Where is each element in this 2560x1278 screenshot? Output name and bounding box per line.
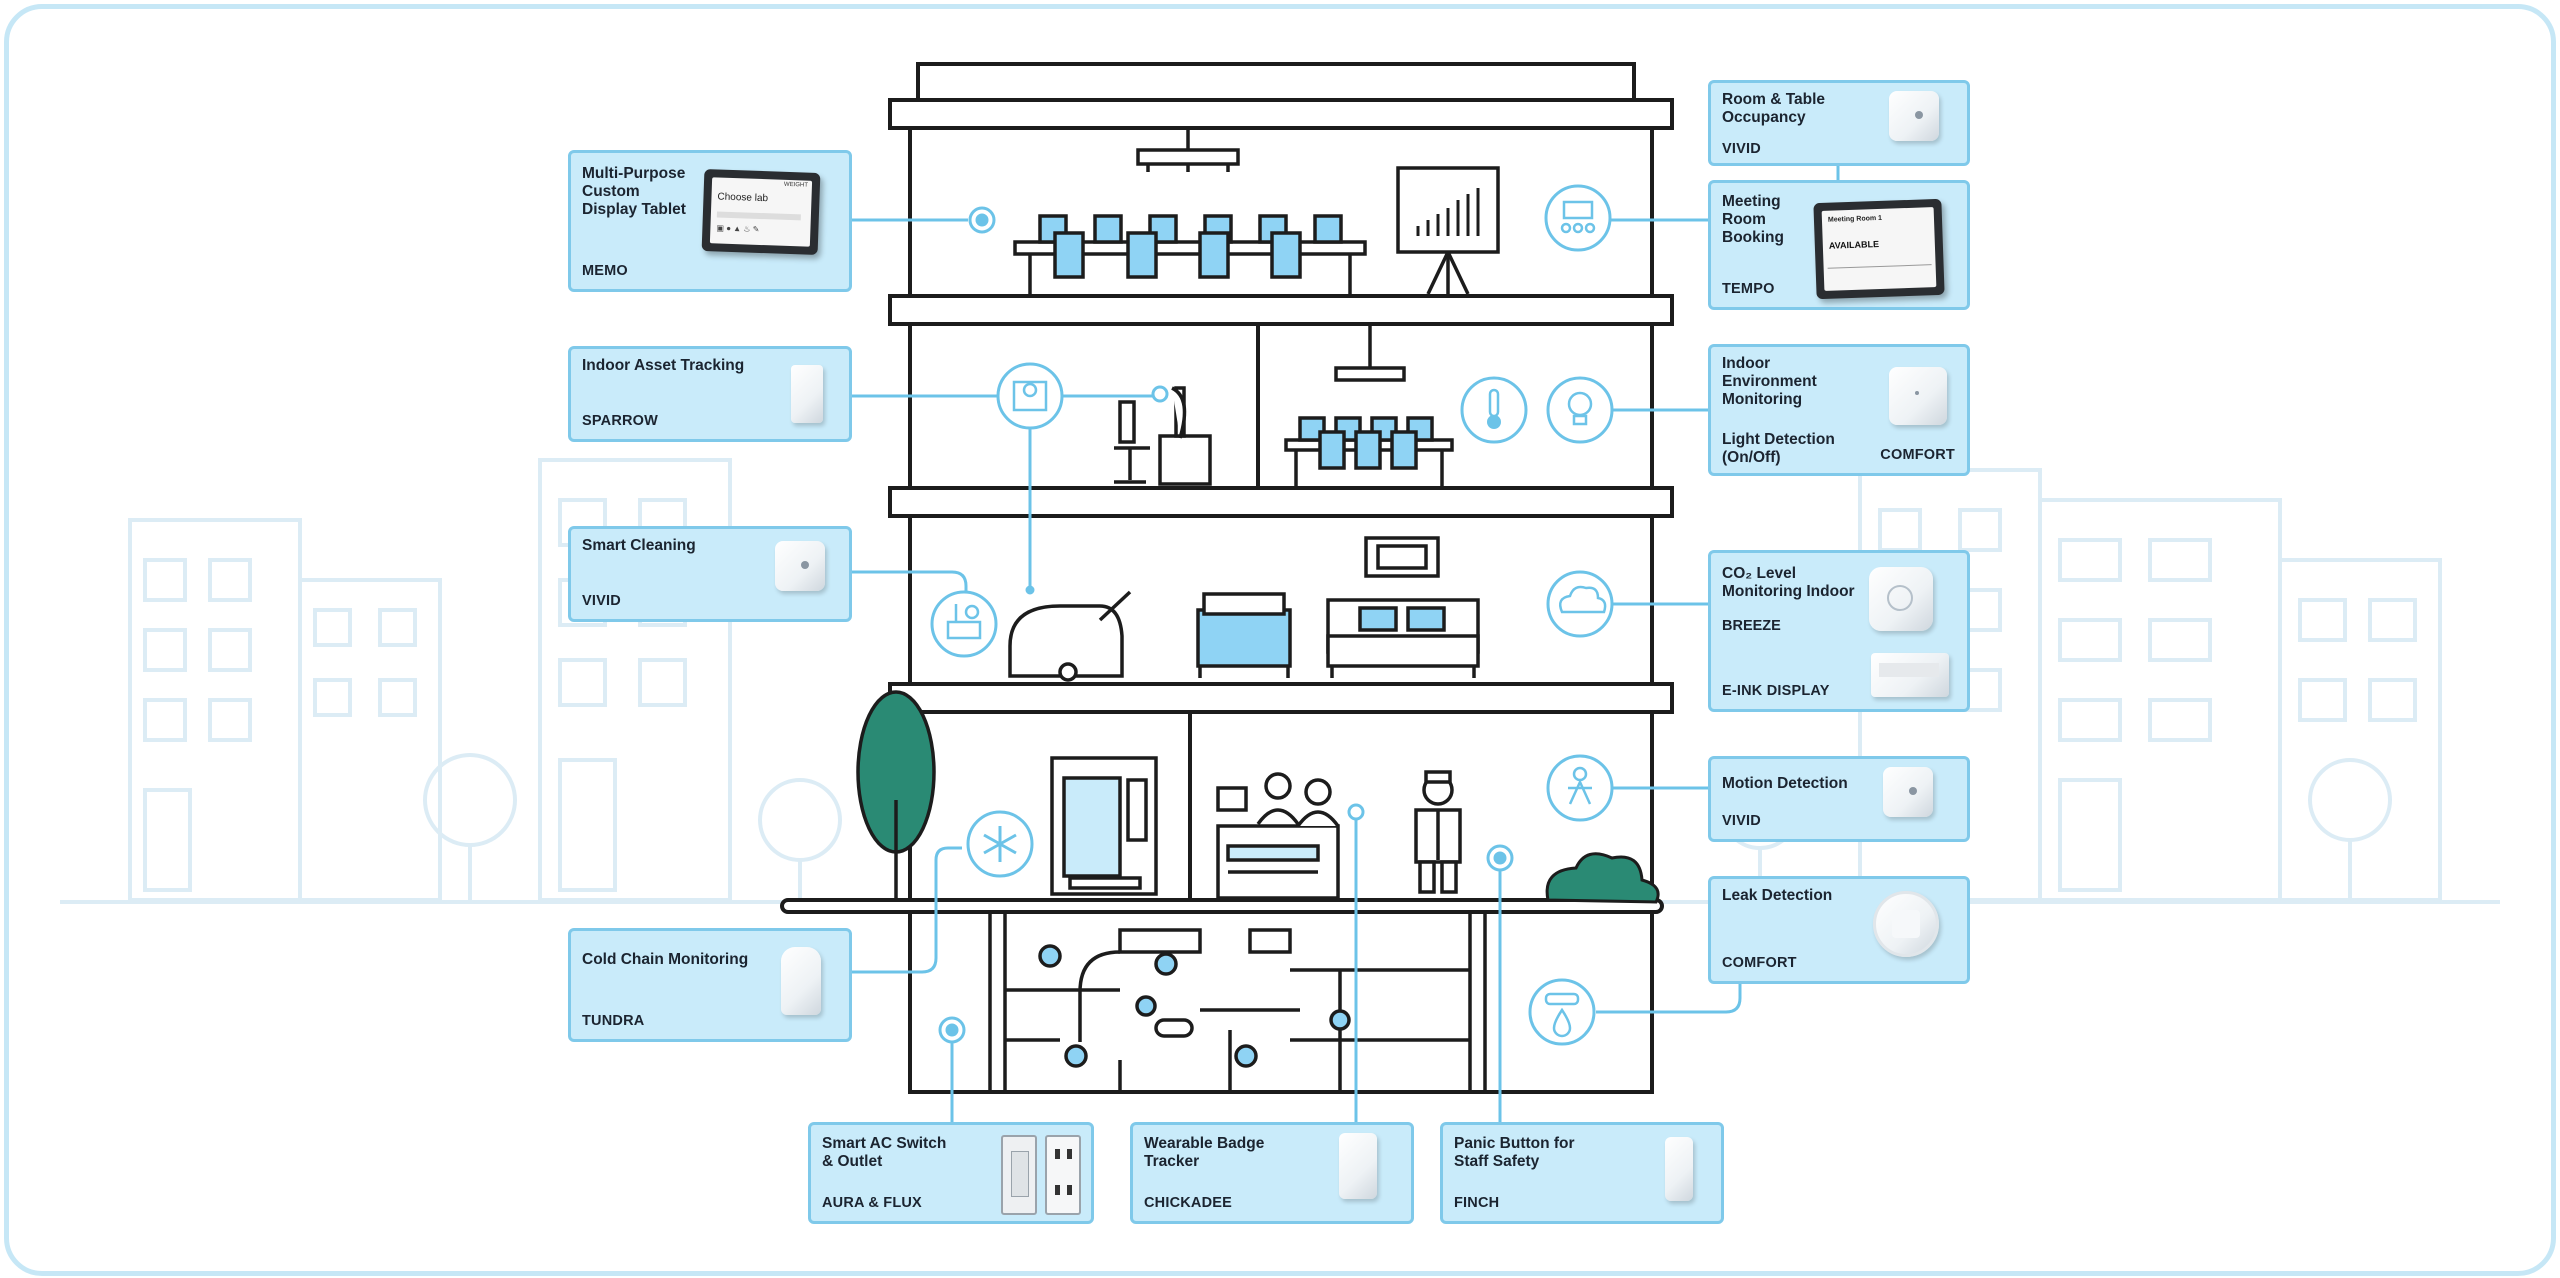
bedroom-floor	[1008, 536, 1480, 682]
breeze-eink-product: E-INK DISPLAY	[1722, 683, 1830, 699]
breeze-device-image	[1869, 567, 1933, 631]
smart-cleaning-product: VIVID	[582, 593, 621, 609]
tundra-device-image	[781, 947, 821, 1015]
chickadee-title: Wearable Badge Tracker	[1144, 1135, 1265, 1170]
cleaning-icon	[930, 590, 998, 658]
water-leak-icon	[1528, 978, 1596, 1046]
leak-card: Leak Detection COMFORT	[1708, 876, 1970, 984]
memo-tablet-image: WEIGHT Choose lab ▣ ● ▲ ♨ ✎	[701, 169, 821, 255]
tree	[856, 690, 936, 902]
breeze-title: CO₂ Level Monitoring Indoor	[1722, 565, 1855, 600]
tempo-tablet-image: Meeting Room 1 AVAILABLE	[1813, 198, 1945, 300]
outlet-image	[1045, 1135, 1081, 1215]
finch-card: Panic Button for Staff Safety FINCH	[1440, 1122, 1724, 1224]
tundra-title: Cold Chain Monitoring	[582, 951, 749, 968]
leak-device-image	[1873, 891, 1939, 957]
tundra-card: Cold Chain Monitoring TUNDRA	[568, 928, 852, 1042]
room-occupancy-card: Room & Table Occupancy VIVID	[1708, 80, 1970, 166]
finch-device-image	[1665, 1137, 1693, 1201]
comfort-device-image	[1889, 367, 1947, 425]
room-occupancy-title: Room & Table Occupancy	[1722, 91, 1826, 126]
connector-dots	[938, 206, 1514, 1044]
tempo-product: TEMPO	[1722, 281, 1775, 297]
vivid-device-image	[775, 541, 825, 591]
comfort-env-product: COMFORT	[1880, 447, 1955, 463]
memo-screen-text: Choose lab	[717, 191, 769, 205]
sparrow-device-image	[791, 365, 823, 423]
finch-product: FINCH	[1454, 1195, 1500, 1211]
co2-cloud-icon	[1546, 570, 1614, 638]
ac-switch-image	[1001, 1135, 1037, 1215]
chickadee-product: CHICKADEE	[1144, 1195, 1232, 1211]
tempo-title: Meeting Room Booking	[1722, 193, 1784, 246]
office-floor	[1114, 324, 1454, 486]
lobby-floor	[1050, 756, 1462, 900]
breeze-card: CO₂ Level Monitoring Indoor BREEZE E-INK…	[1708, 550, 1970, 712]
vivid-device-image	[1883, 767, 1933, 817]
eink-display-image	[1871, 653, 1949, 697]
aura-flux-title: Smart AC Switch & Outlet	[822, 1135, 947, 1170]
motion-card: Motion Detection VIVID	[1708, 756, 1970, 842]
meeting-icon	[1544, 184, 1612, 252]
leak-title: Leak Detection	[1722, 887, 1833, 904]
basement-pipes	[988, 912, 1487, 1090]
sparrow-title: Indoor Asset Tracking	[582, 357, 745, 374]
comfort-env-subtitle: Light Detection (On/Off)	[1722, 431, 1835, 466]
smart-cleaning-title: Smart Cleaning	[582, 537, 696, 554]
meeting-room	[1013, 128, 1500, 295]
sparrow-product: SPARROW	[582, 413, 659, 429]
connector-lines	[852, 166, 1840, 1122]
vivid-device-image	[1889, 91, 1939, 141]
breeze-product: BREEZE	[1722, 618, 1781, 634]
motion-title: Motion Detection	[1722, 775, 1848, 792]
comfort-env-card: Indoor Environment Monitoring Light Dete…	[1708, 344, 1970, 476]
tempo-screen-title: Meeting Room 1	[1827, 214, 1883, 224]
room-occupancy-product: VIVID	[1722, 141, 1761, 157]
smart-cleaning-card: Smart Cleaning VIVID	[568, 526, 852, 622]
thermometer-icon	[1460, 376, 1528, 444]
tempo-screen-status: AVAILABLE	[1828, 239, 1880, 251]
tempo-card: Meeting Room Booking TEMPO Meeting Room …	[1708, 180, 1970, 310]
asset-map-icon	[996, 362, 1064, 430]
memo-screen-brand: WEIGHT	[783, 181, 809, 189]
chickadee-device-image	[1339, 1133, 1377, 1199]
aura-flux-product: AURA & FLUX	[822, 1195, 922, 1211]
comfort-env-title: Indoor Environment Monitoring	[1722, 355, 1817, 408]
leak-product: COMFORT	[1722, 955, 1797, 971]
finch-title: Panic Button for Staff Safety	[1454, 1135, 1575, 1170]
motion-person-icon	[1546, 754, 1614, 822]
aura-flux-card: Smart AC Switch & Outlet AURA & FLUX	[808, 1122, 1094, 1224]
memo-product: MEMO	[582, 263, 628, 279]
memo-card: Multi-Purpose Custom Display Tablet MEMO…	[568, 150, 852, 292]
bush	[1545, 852, 1660, 904]
sparrow-card: Indoor Asset Tracking SPARROW	[568, 346, 852, 442]
chickadee-card: Wearable Badge Tracker CHICKADEE	[1130, 1122, 1414, 1224]
snowflake-icon	[966, 810, 1034, 878]
motion-product: VIVID	[1722, 813, 1761, 829]
memo-title: Multi-Purpose Custom Display Tablet	[582, 165, 686, 218]
tundra-product: TUNDRA	[582, 1013, 645, 1029]
lightbulb-icon	[1546, 376, 1614, 444]
